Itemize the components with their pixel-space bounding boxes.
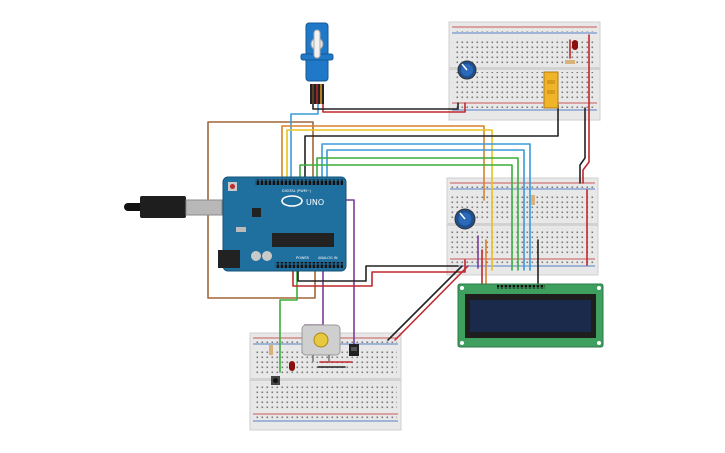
wire-blue-1[interactable] [321,143,531,271]
usb-cable [124,196,223,218]
resistor-middle [531,195,535,205]
led-bottom[interactable] [289,361,295,371]
wire-black-lower[interactable] [297,264,459,282]
wire-orange[interactable] [281,125,485,201]
wire-red-right[interactable] [582,34,590,184]
wire-yellow[interactable] [286,129,493,271]
arduino-uno[interactable]: UNO DIGITAL (PWM~) POWER ANALOG IN [218,176,347,272]
relay-module[interactable] [543,71,559,109]
wire-purple-1[interactable] [344,199,355,346]
transistor[interactable] [349,344,359,356]
wire-black-right[interactable] [579,107,586,184]
led-top[interactable] [572,40,578,50]
arduino-analog-label: ANALOG IN [318,256,338,260]
push-button[interactable] [271,376,280,385]
breadboard-top [448,21,601,121]
wire-servo-vcc[interactable] [322,102,466,113]
arduino-digital-header-label: DIGITAL (PWM~) [282,189,312,193]
wire-black-top[interactable] [304,104,559,181]
potentiometer-top[interactable] [457,60,477,80]
wire-servo-gnd[interactable] [312,102,459,110]
wire-green-mid[interactable] [316,157,519,271]
dc-motor[interactable] [301,324,341,362]
servo-motor[interactable] [300,22,334,104]
arduino-brand-label: UNO [306,198,324,207]
resistor-top [565,60,575,64]
arduino-power-label: POWER [296,256,310,260]
resistor-bottom [269,345,273,355]
wire-servo-signal[interactable] [290,101,319,181]
wire-black-diag[interactable] [387,265,463,341]
wire-red-diag[interactable] [394,265,469,341]
wire-green-mid2[interactable] [299,164,513,271]
lcd-display[interactable] [457,283,604,348]
potentiometer-middle[interactable] [454,208,476,230]
